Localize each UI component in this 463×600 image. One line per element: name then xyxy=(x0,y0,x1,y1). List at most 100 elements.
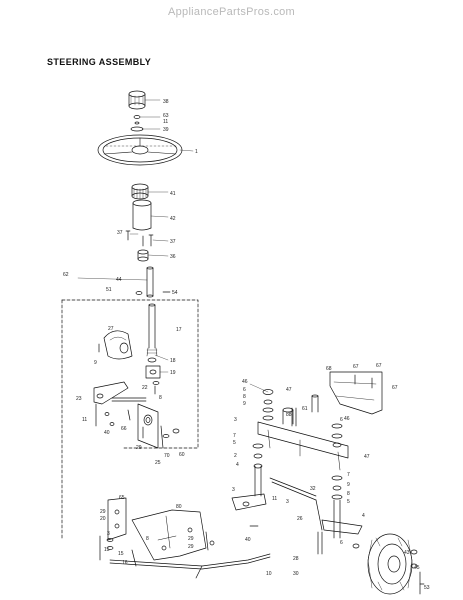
callout-30: 30 xyxy=(293,571,299,577)
callout-37: 37 xyxy=(170,239,176,245)
left-spindle-stack xyxy=(231,389,274,527)
callout-47: 47 xyxy=(364,454,370,460)
drag-link-part xyxy=(269,477,323,555)
callout-leaders xyxy=(77,99,269,393)
callout-2: 2 xyxy=(234,453,237,459)
callout-3: 3 xyxy=(286,499,289,505)
callout-6: 6 xyxy=(340,417,343,423)
callout-40: 40 xyxy=(104,430,110,436)
callout-39: 39 xyxy=(163,127,169,133)
callout-8: 8 xyxy=(243,394,246,400)
callout-32: 32 xyxy=(310,486,316,492)
callout-16: 16 xyxy=(122,560,128,566)
callout-17: 17 xyxy=(176,327,182,333)
callout-8: 8 xyxy=(159,395,162,401)
callout-62: 62 xyxy=(63,272,69,278)
callout-9: 9 xyxy=(94,360,97,366)
callout-11: 11 xyxy=(163,119,168,125)
callout-66: 66 xyxy=(121,426,127,432)
column-sleeve-part xyxy=(132,199,152,231)
callout-10: 10 xyxy=(266,571,272,577)
callout-7: 7 xyxy=(347,472,350,478)
callout-44: 44 xyxy=(116,277,122,283)
upper-shaft-part xyxy=(135,266,171,298)
callout-18: 18 xyxy=(170,358,176,364)
callout-27: 27 xyxy=(108,326,114,332)
callout-22: 22 xyxy=(142,385,148,391)
callout-65: 65 xyxy=(119,495,125,501)
callout-4: 4 xyxy=(362,513,365,519)
callout-15: 15 xyxy=(118,551,124,557)
callout-36: 36 xyxy=(170,254,176,260)
callout-67: 67 xyxy=(392,385,398,391)
gear-part xyxy=(131,183,149,200)
callout-5: 5 xyxy=(347,499,350,505)
callout-43: 43 xyxy=(404,550,410,556)
knob-part xyxy=(128,90,146,110)
callout-29: 29 xyxy=(188,536,194,542)
subassembly-dashed-box xyxy=(61,299,199,449)
callout-15: 15 xyxy=(104,547,110,553)
callout-51: 51 xyxy=(106,287,112,293)
pitman-arm-part xyxy=(93,381,147,427)
callout-29: 29 xyxy=(136,445,142,451)
callout-28: 28 xyxy=(293,556,299,562)
callout-45: 45 xyxy=(414,565,420,571)
callout-20: 20 xyxy=(100,516,106,522)
callout-37: 37 xyxy=(117,230,123,236)
callout-41: 41 xyxy=(170,191,176,197)
callout-38: 38 xyxy=(163,99,169,105)
front-wheel-part xyxy=(367,533,425,595)
callout-8: 8 xyxy=(347,491,350,497)
callout-9: 9 xyxy=(243,401,246,407)
callout-26: 26 xyxy=(297,516,303,522)
callout-67: 67 xyxy=(353,364,359,370)
bolts-and-adapter xyxy=(125,230,154,262)
callout-5: 5 xyxy=(233,440,236,446)
callout-46: 46 xyxy=(344,416,350,422)
sector-gear-part xyxy=(98,330,133,360)
callout-54: 54 xyxy=(172,290,178,296)
callout-63: 63 xyxy=(163,113,169,119)
callout-88: 88 xyxy=(286,412,292,418)
lower-bracket-part xyxy=(107,497,215,561)
callout-11: 11 xyxy=(272,496,277,502)
callout-80: 80 xyxy=(176,504,182,510)
callout-7: 7 xyxy=(233,433,236,439)
steering-shaft-part xyxy=(146,303,158,357)
mounting-plate-part xyxy=(137,403,180,449)
callout-labels: 38 63 11 39 1 41 42 37 37 36 62 44 51 54… xyxy=(63,99,430,591)
spindle-arm-part xyxy=(329,371,383,415)
callout-70: 70 xyxy=(164,453,170,459)
front-axle-part xyxy=(257,394,349,471)
callout-40: 40 xyxy=(245,537,251,543)
callout-9: 9 xyxy=(347,482,350,488)
callout-61: 61 xyxy=(302,406,308,412)
tie-rod-part xyxy=(109,553,271,579)
callout-25: 25 xyxy=(155,460,161,466)
callout-42: 42 xyxy=(170,216,176,222)
callout-46: 46 xyxy=(242,379,248,385)
callout-47: 47 xyxy=(286,387,292,393)
callout-11: 11 xyxy=(82,417,87,423)
callout-6: 6 xyxy=(243,387,246,393)
callout-68: 68 xyxy=(326,366,332,372)
callout-29: 29 xyxy=(188,544,194,550)
callout-19: 19 xyxy=(170,370,176,376)
right-spindle-stack xyxy=(321,423,363,549)
callout-3: 3 xyxy=(234,417,237,423)
callout-67: 67 xyxy=(376,363,382,369)
steering-wheel-part xyxy=(97,134,183,166)
page-title: STEERING ASSEMBLY xyxy=(47,57,152,67)
lower-hardware xyxy=(99,535,137,567)
watermark: AppliancePartsPros.com xyxy=(167,6,296,18)
callout-6: 6 xyxy=(340,540,343,546)
callout-3: 3 xyxy=(107,531,110,537)
knob-hardware xyxy=(130,115,144,132)
callout-8: 8 xyxy=(146,536,149,542)
pinion-part xyxy=(145,357,161,395)
callout-53: 53 xyxy=(424,585,430,591)
callout-4: 4 xyxy=(236,462,239,468)
callout-3: 3 xyxy=(232,487,235,493)
